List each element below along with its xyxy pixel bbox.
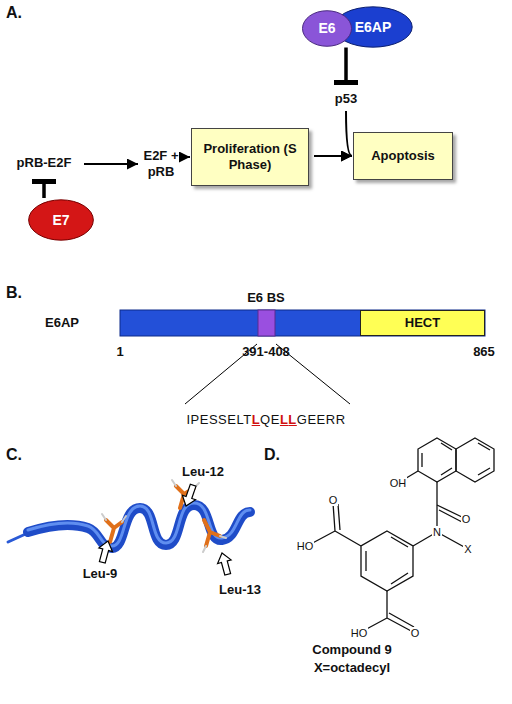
sequence-letter: L — [252, 412, 260, 427]
residue-number: 391-408 — [242, 345, 290, 359]
protein-ellipse: E6 — [302, 10, 352, 47]
panel-letter: A. — [6, 4, 22, 22]
atom-label: O — [410, 627, 421, 639]
sequence-letter: I — [186, 412, 190, 427]
node-text: Apoptosis — [371, 148, 435, 164]
process-box: Apoptosis — [353, 132, 453, 180]
node-text: E2F + pRB — [141, 148, 181, 179]
atom-label: HO — [350, 627, 369, 639]
inhibition-line — [42, 179, 46, 198]
sequence-letter: S — [218, 412, 227, 427]
chemical-structure — [307, 438, 494, 632]
sequence-letter: Q — [260, 412, 271, 427]
inhibition-line — [344, 48, 348, 86]
sequence-letter: T — [243, 412, 251, 427]
sequence-letter: E — [227, 412, 236, 427]
sequence-letter: R — [326, 412, 336, 427]
node-text: E6 — [318, 20, 335, 37]
site-label: E6 BS — [247, 291, 285, 305]
complex-label: pRB-E2F — [8, 152, 80, 174]
process-box: Proliferation (S Phase) — [191, 128, 309, 186]
protein-name: E6AP — [45, 316, 79, 330]
compound-name: Compound 9 — [312, 643, 391, 657]
sequence-letter: E — [307, 412, 316, 427]
complex-label: E2F + pRB — [141, 137, 181, 191]
residue-label: Leu-9 — [83, 567, 118, 581]
helix-ribbon — [8, 503, 250, 548]
domain-segment: HECT — [360, 310, 485, 336]
protein-ellipse: E7 — [28, 199, 94, 241]
panel-letter: B. — [6, 284, 22, 302]
residue-number: 1 — [116, 345, 123, 359]
residue-number: 865 — [473, 345, 495, 359]
sequence-letter: S — [209, 412, 218, 427]
sequence-letter: R — [336, 412, 346, 427]
arrow — [346, 111, 352, 156]
sequence-letter: E — [317, 412, 326, 427]
node-text: HECT — [405, 315, 440, 331]
atom-label: OH — [389, 477, 408, 489]
compound-note: X=octadecyl — [314, 661, 390, 675]
sequence-letter: L — [280, 412, 288, 427]
peptide-sequence: IPESSELTLQELLGEERR — [186, 413, 345, 427]
arrow — [84, 163, 138, 165]
sequence-letter: E — [271, 412, 280, 427]
sequence-letter: L — [236, 412, 243, 427]
node-text: pRB-E2F — [17, 155, 72, 171]
atom-label: O — [461, 513, 472, 525]
sequence-letter: P — [191, 412, 200, 427]
node-text: Proliferation (S Phase) — [192, 141, 308, 172]
protein-label: p53 — [330, 89, 362, 109]
residue-label: Leu-12 — [182, 465, 224, 479]
atom-label: N — [432, 526, 442, 538]
binding-site — [258, 310, 275, 336]
panel-letter: C. — [6, 446, 22, 464]
sequence-letter: L — [288, 412, 296, 427]
arrow — [185, 156, 190, 158]
panel-letter: D. — [264, 446, 280, 464]
leucine-sticks — [102, 480, 226, 552]
arrow — [314, 155, 352, 157]
atom-label: X — [463, 543, 472, 555]
sequence-letter: E — [200, 412, 209, 427]
node-text: E6AP — [355, 19, 392, 36]
sequence-letter: G — [297, 412, 308, 427]
residue-label: Leu-13 — [219, 583, 261, 597]
protein-bar — [120, 310, 485, 336]
atom-label: HO — [296, 540, 315, 552]
node-text: E7 — [52, 212, 69, 229]
pointer-arrows — [96, 483, 235, 576]
node-text: p53 — [335, 91, 357, 107]
atom-label: O — [328, 494, 339, 506]
